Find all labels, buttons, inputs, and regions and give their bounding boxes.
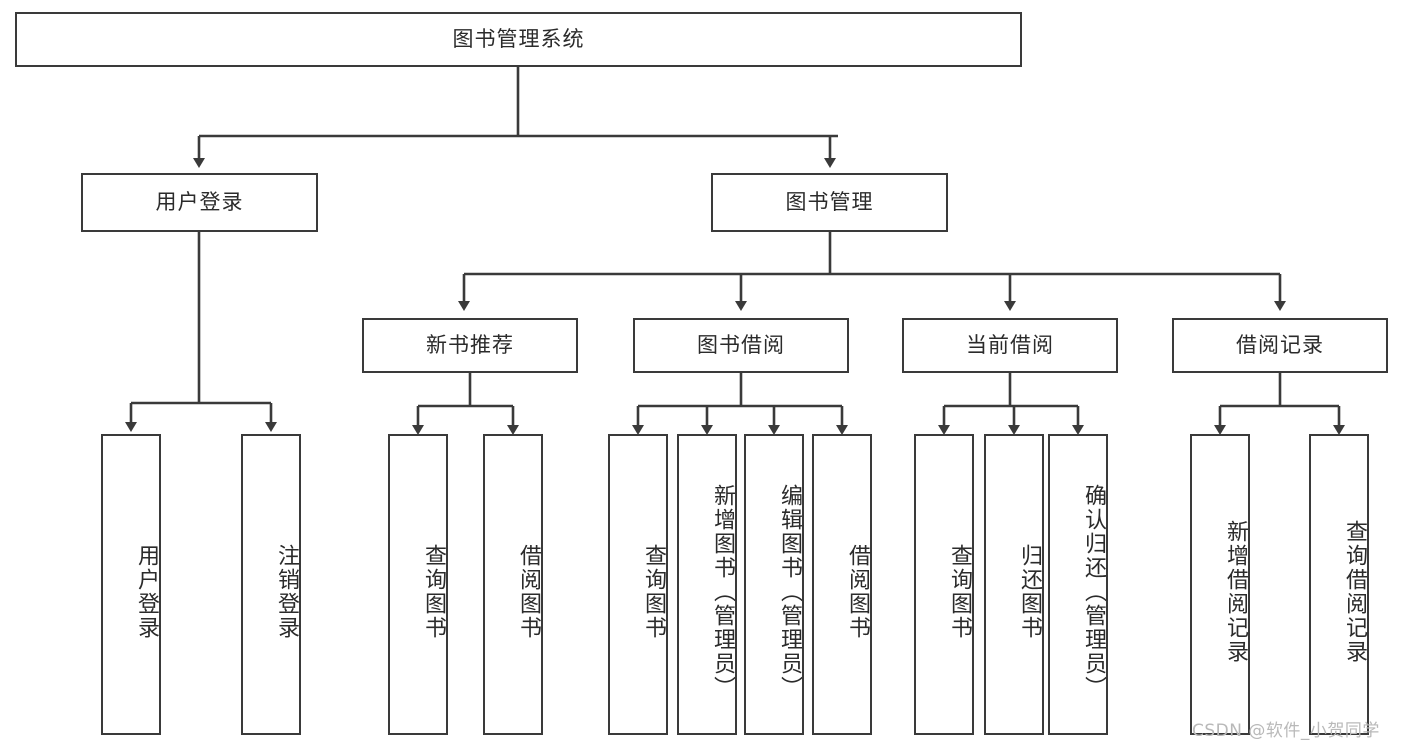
leaf-user-login-signin-label: 用户登录	[134, 543, 159, 640]
leaf-current-borrow-confirm-return-label: 确认归还（管理员）	[1081, 483, 1106, 700]
node-book-borrow[interactable]: 图书借阅	[633, 318, 849, 373]
node-book-borrow-label: 图书借阅	[697, 332, 785, 357]
node-user-login-label: 用户登录	[155, 189, 244, 214]
leaf-new-book-borrow-label: 借阅图书	[516, 543, 541, 640]
leaf-borrow-record-add-label: 新增借阅记录	[1223, 519, 1248, 664]
leaf-current-borrow-query-label: 查询图书	[947, 543, 972, 640]
node-book-management-label: 图书管理	[785, 189, 874, 214]
leaf-book-borrow-query-label: 查询图书	[641, 543, 666, 640]
node-borrow-record[interactable]: 借阅记录	[1172, 318, 1388, 373]
csdn-watermark-text: CSDN @软件_小贺同学	[1192, 721, 1380, 741]
leaf-user-login-signout-label: 注销登录	[274, 543, 299, 640]
node-book-management[interactable]: 图书管理	[711, 173, 948, 232]
node-new-book-recommend[interactable]: 新书推荐	[362, 318, 578, 373]
leaf-borrow-record-query-label: 查询借阅记录	[1342, 519, 1367, 664]
leaf-book-borrow-edit-label: 编辑图书（管理员）	[777, 483, 802, 700]
leaf-book-borrow-query[interactable]: 查询图书	[608, 434, 668, 735]
leaf-book-borrow-lend[interactable]: 借阅图书	[812, 434, 872, 735]
leaf-borrow-record-add[interactable]: 新增借阅记录	[1190, 434, 1250, 735]
node-borrow-record-label: 借阅记录	[1236, 332, 1324, 357]
leaf-new-book-query-label: 查询图书	[421, 543, 446, 640]
leaf-current-borrow-return[interactable]: 归还图书	[984, 434, 1044, 735]
node-new-book-recommend-label: 新书推荐	[426, 332, 514, 357]
leaf-current-borrow-confirm-return[interactable]: 确认归还（管理员）	[1048, 434, 1108, 735]
leaf-user-login-signout[interactable]: 注销登录	[241, 434, 301, 735]
node-current-borrow-label: 当前借阅	[966, 332, 1054, 357]
leaf-new-book-borrow[interactable]: 借阅图书	[483, 434, 543, 735]
leaf-borrow-record-query[interactable]: 查询借阅记录	[1309, 434, 1369, 735]
node-user-login[interactable]: 用户登录	[81, 173, 318, 232]
node-root-system-label: 图书管理系统	[452, 26, 585, 51]
leaf-current-borrow-return-label: 归还图书	[1017, 543, 1042, 640]
leaf-book-borrow-edit[interactable]: 编辑图书（管理员）	[744, 434, 804, 735]
csdn-watermark: CSDN @软件_小贺同学	[1192, 716, 1380, 741]
leaf-new-book-query[interactable]: 查询图书	[388, 434, 448, 735]
leaf-book-borrow-add-label: 新增图书（管理员）	[710, 483, 735, 700]
leaf-book-borrow-lend-label: 借阅图书	[845, 543, 870, 640]
leaf-user-login-signin[interactable]: 用户登录	[101, 434, 161, 735]
leaf-current-borrow-query[interactable]: 查询图书	[914, 434, 974, 735]
node-root-system[interactable]: 图书管理系统	[15, 12, 1022, 67]
node-current-borrow[interactable]: 当前借阅	[902, 318, 1118, 373]
leaf-book-borrow-add[interactable]: 新增图书（管理员）	[677, 434, 737, 735]
